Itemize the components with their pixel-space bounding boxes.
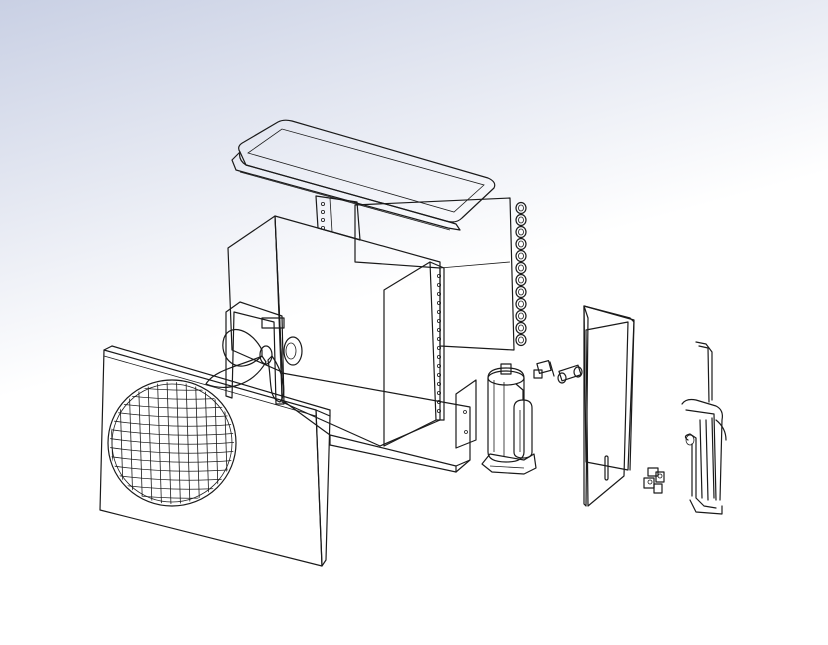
connection-valves[interactable]: [643, 467, 665, 494]
condenser-coil[interactable]: [354, 197, 527, 351]
post-holes: [320, 201, 325, 230]
coil-tube-ends: [515, 201, 527, 347]
top-cover[interactable]: [231, 119, 496, 231]
rotary-compressor[interactable]: [481, 363, 537, 475]
refrigerant-piping[interactable]: [681, 341, 727, 515]
service-valves[interactable]: [533, 360, 583, 384]
partition-plate[interactable]: [455, 379, 477, 449]
left-side-panel[interactable]: [227, 195, 445, 447]
axial-fan-blade[interactable]: [205, 328, 285, 403]
valve-left: [533, 360, 555, 379]
partition-holes: [436, 273, 441, 413]
right-side-panel[interactable]: [583, 305, 635, 507]
valve-right: [557, 364, 583, 384]
fan-motor-bracket[interactable]: [225, 301, 303, 405]
